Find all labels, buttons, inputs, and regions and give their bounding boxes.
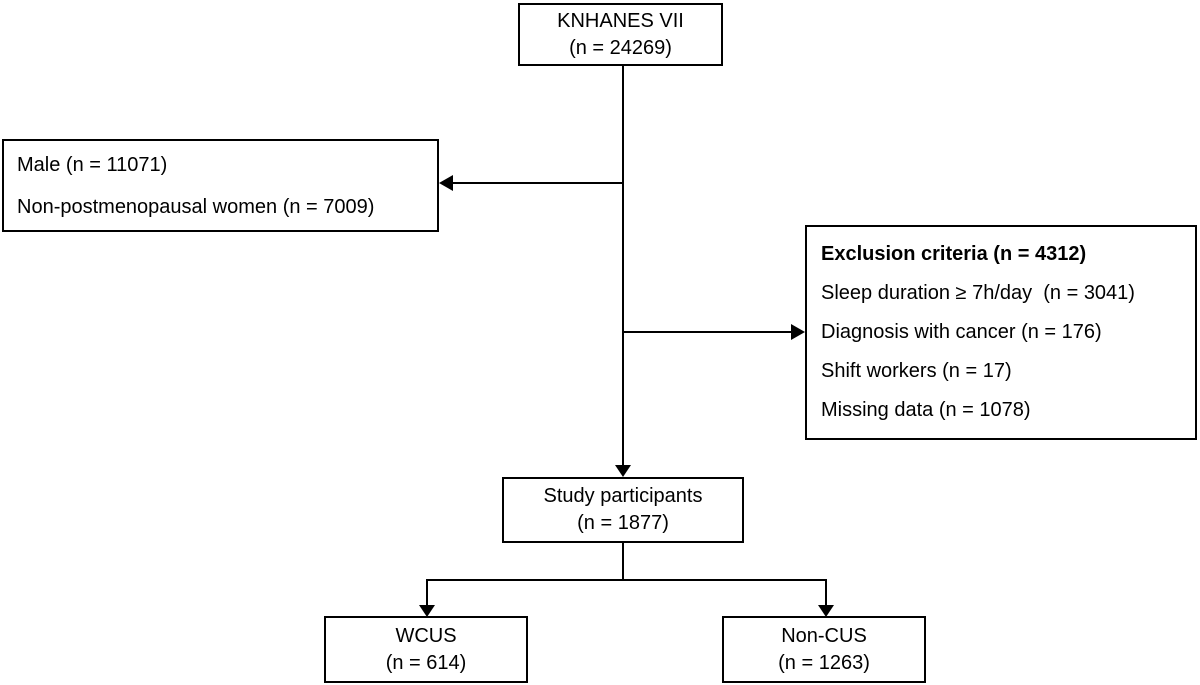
exclusion-item-shift-workers: Shift workers (n = 17) <box>821 360 1012 382</box>
connector-to-wcus <box>426 579 428 606</box>
arrowhead-into-left-exclusion <box>439 175 453 191</box>
arrowhead-into-exclusion-criteria <box>791 324 805 340</box>
connector-split-horizontal <box>426 579 826 581</box>
node-wcus: WCUS (n = 614) <box>324 616 528 683</box>
excluded-nonpostmenopausal-label: Non-postmenopausal women (n = 7009) <box>17 195 375 218</box>
node-sex-menopause-exclusion: Male (n = 11071) Non-postmenopausal wome… <box>2 139 439 232</box>
arrowhead-into-wcus <box>419 605 435 617</box>
connector-left-branch <box>452 182 623 184</box>
wcus-count: (n = 614) <box>385 651 467 674</box>
connector-main-vertical <box>622 66 624 466</box>
exclusion-criteria-title: Exclusion criteria (n = 4312) <box>821 243 1087 265</box>
node-exclusion-criteria: Exclusion criteria (n = 4312) Sleep dura… <box>805 225 1197 440</box>
exclusion-item-sleep-duration: Sleep duration ≥ 7h/day (n = 3041) <box>821 282 1135 304</box>
non-cus-label: Non-CUS <box>781 624 867 647</box>
connector-to-noncus <box>825 579 827 606</box>
node-knhanes-vii: KNHANES VII (n = 24269) <box>518 3 723 66</box>
study-participants-count: (n = 1877) <box>577 512 669 534</box>
connector-study-to-split <box>622 543 624 580</box>
wcus-label: WCUS <box>395 624 457 647</box>
exclusion-item-missing-data: Missing data (n = 1078) <box>821 399 1031 421</box>
node-knhanes-label: KNHANES VII <box>557 9 684 32</box>
arrowhead-into-noncus <box>818 605 834 617</box>
arrowhead-into-study-participants <box>615 465 631 477</box>
node-non-cus: Non-CUS (n = 1263) <box>722 616 926 683</box>
connector-right-branch <box>623 331 792 333</box>
non-cus-count: (n = 1263) <box>778 651 870 674</box>
study-participants-label: Study participants <box>543 485 703 507</box>
excluded-male-label: Male (n = 11071) <box>17 153 168 176</box>
node-knhanes-count: (n = 24269) <box>569 36 672 59</box>
exclusion-item-cancer-diagnosis: Diagnosis with cancer (n = 176) <box>821 321 1102 343</box>
node-study-participants: Study participants (n = 1877) <box>502 477 744 543</box>
